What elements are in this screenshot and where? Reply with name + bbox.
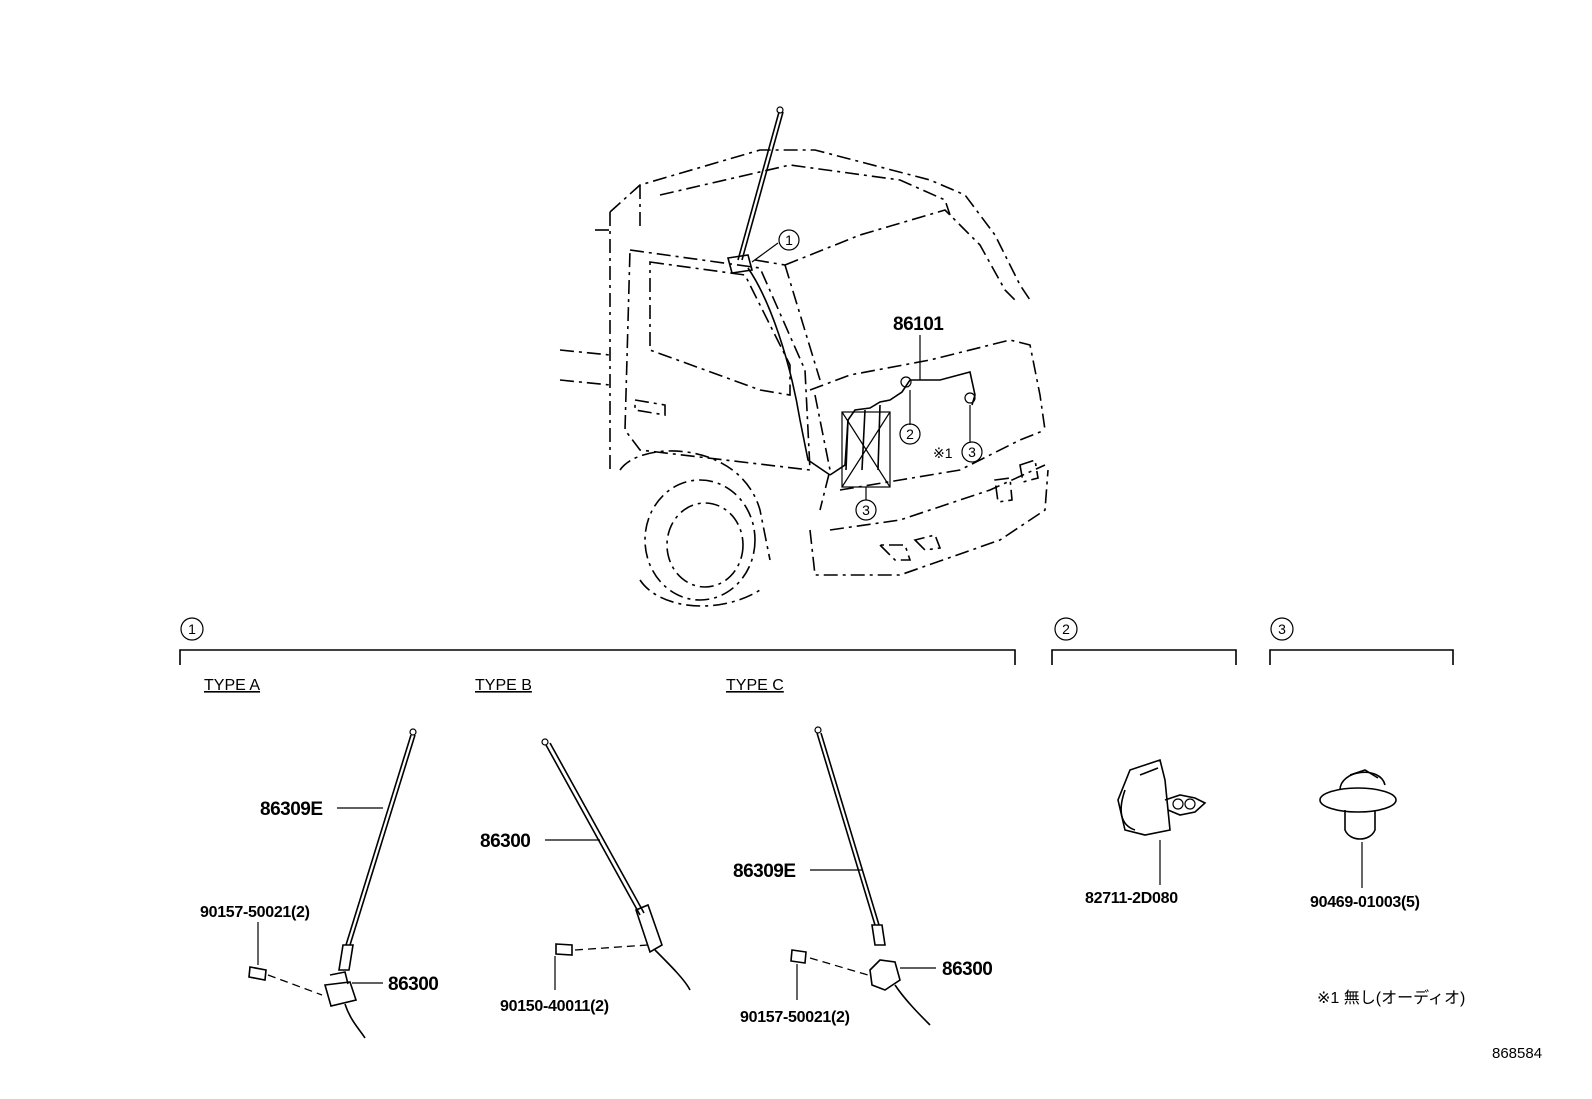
footnote: ※1 無し(オーディオ) <box>1317 988 1465 1007</box>
type-b-screw-part: 90150-40011(2) <box>500 998 609 1015</box>
callout-3-truck-right: 3 <box>961 441 983 463</box>
svg-text:3: 3 <box>968 444 976 460</box>
svg-text:1: 1 <box>785 232 793 248</box>
type-b-title: TYPE B <box>475 677 532 694</box>
group-2-header: 2 <box>1051 617 1237 665</box>
callout-1-truck: 1 <box>778 229 800 251</box>
clamp-82711-drawing <box>1117 758 1207 885</box>
callout-2-truck: 2 <box>899 423 921 445</box>
type-c-rod-part: 86309E <box>733 861 796 882</box>
type-a-antenna <box>248 728 417 1039</box>
svg-text:3: 3 <box>1278 621 1286 637</box>
svg-text:1: 1 <box>188 621 196 637</box>
type-a-rod-part: 86309E <box>260 799 323 820</box>
svg-text:3: 3 <box>862 502 870 518</box>
type-b-antenna <box>541 738 691 991</box>
svg-text:2: 2 <box>906 426 914 442</box>
type-a-base-part: 86300 <box>388 974 438 995</box>
note-mark-1: ※1 <box>933 445 953 461</box>
truck-cab-illustration <box>559 106 1049 607</box>
drawing-number: 868584 <box>1492 1045 1542 1062</box>
callout-3-truck-left: 3 <box>855 499 877 521</box>
clip-part-number: 90469-01003(5) <box>1310 894 1420 911</box>
harness-part-number: 86101 <box>893 314 944 335</box>
type-b-antenna-part: 86300 <box>480 831 530 852</box>
clamp-part-number: 82711-2D080 <box>1085 890 1178 907</box>
group-3-header: 3 <box>1269 617 1454 665</box>
type-c-base-part: 86300 <box>942 959 992 980</box>
type-c-screw-part: 90157-50021(2) <box>740 1009 850 1026</box>
type-a-screw-part: 90157-50021(2) <box>200 904 310 921</box>
svg-text:2: 2 <box>1062 621 1070 637</box>
type-c-title: TYPE C <box>726 677 784 694</box>
clip-90469-drawing <box>1319 769 1397 888</box>
type-a-title: TYPE A <box>204 677 260 694</box>
group-1-header: 1 <box>179 617 1016 665</box>
type-c-antenna <box>790 726 936 1026</box>
